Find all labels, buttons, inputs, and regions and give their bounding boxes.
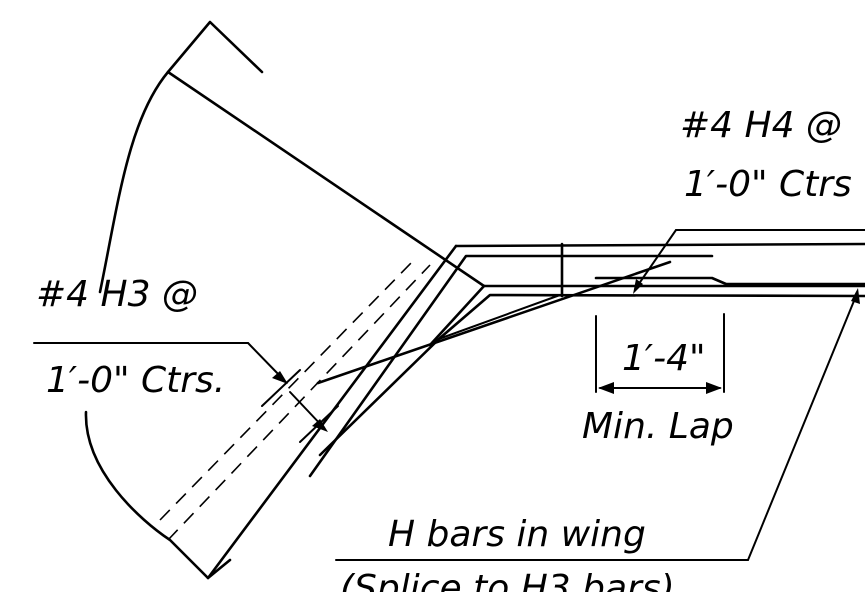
h3-bar [316, 260, 672, 385]
break-line-top [98, 20, 264, 294]
h3-callout-line1: #4 H3 @ [36, 274, 198, 315]
h3-arrow-2 [312, 419, 328, 432]
lap-splice-bar [594, 276, 865, 286]
h-bar-wing [318, 293, 865, 457]
wing-note-leader [747, 295, 857, 561]
h3-arrow-1 [272, 371, 288, 384]
break-line-bottom [84, 410, 232, 580]
hidden-line-1 [159, 261, 413, 521]
h3-tick-2 [299, 405, 339, 443]
wing-note-line1: H bars in wing [388, 514, 646, 555]
h4-bar [308, 254, 714, 478]
h3-leader-1 [247, 342, 283, 379]
wall-edge-upper [166, 70, 486, 288]
h4-callout-line1: #4 H4 @ [680, 105, 842, 146]
h3-tick-1 [261, 369, 301, 407]
lap-dimension-label: 1′-4" [622, 338, 706, 379]
wing-top-edge [454, 242, 865, 248]
lap-caption-label: Min. Lap [582, 406, 734, 447]
h4-leader [635, 229, 677, 289]
h3-callout-line2: 1′-0" Ctrs. [46, 360, 225, 401]
h4-callout-line2: 1′-0" Ctrs [684, 164, 852, 205]
wing-note-arrow [851, 288, 860, 304]
h-bar-wing-inner [435, 294, 561, 341]
wing-note-line2: (Splice to H3 bars) [340, 568, 675, 592]
h4-leader-arrow [633, 279, 643, 294]
lap-arrow-left [598, 382, 614, 394]
wall-end-cut [428, 284, 486, 347]
lap-arrow-right [706, 382, 722, 394]
